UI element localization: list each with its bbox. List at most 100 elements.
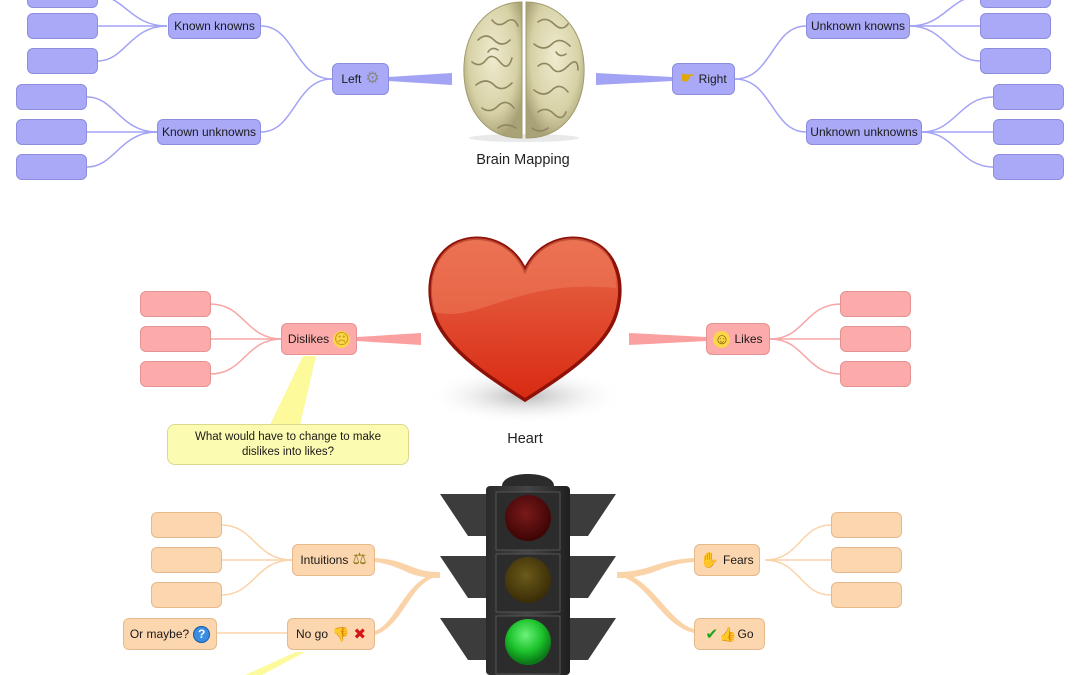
- brain-connectors: [86, 0, 994, 168]
- node-go[interactable]: ✔ 👍 Go: [694, 618, 765, 650]
- node-label: Intuitions: [300, 553, 349, 567]
- leaf-node[interactable]: [831, 582, 902, 608]
- pointing-hand-icon: ☛: [680, 70, 695, 87]
- brain-image[interactable]: [458, 0, 590, 142]
- red-x-icon: ✖: [353, 625, 367, 643]
- node-label: Known unknowns: [161, 125, 257, 139]
- leaf-node[interactable]: [980, 13, 1051, 39]
- leaf-node[interactable]: [980, 48, 1051, 74]
- node-label: Unknown knowns: [810, 19, 906, 33]
- fears-trunk: [617, 558, 694, 578]
- brain-left-hemisphere: [463, 1, 523, 139]
- leaf-node[interactable]: [140, 326, 211, 352]
- traffic-light-visors: [440, 494, 616, 660]
- connector: [220, 559, 293, 596]
- leaf-node[interactable]: [993, 154, 1064, 180]
- brain-title: Brain Mapping: [476, 152, 570, 168]
- connector: [86, 96, 158, 133]
- heart-connectors: [209, 303, 842, 375]
- node-label: Known knowns: [174, 19, 255, 33]
- connector: [220, 524, 293, 561]
- leaf-node[interactable]: [993, 119, 1064, 145]
- connector: [734, 25, 807, 80]
- leaf-node[interactable]: [16, 84, 87, 110]
- node-fears[interactable]: ✋ Fears: [694, 544, 760, 576]
- node-unknown-knowns[interactable]: Unknown knowns: [806, 13, 910, 39]
- note-pointer: [270, 356, 316, 425]
- leaf-node[interactable]: [840, 291, 911, 317]
- leaf-node[interactable]: [16, 119, 87, 145]
- checkmark-icon: ✔: [705, 625, 719, 643]
- node-likes[interactable]: ☺ Likes: [706, 323, 770, 355]
- leaf-node[interactable]: [140, 361, 211, 387]
- heart-image[interactable]: [420, 228, 630, 428]
- connector: [769, 303, 842, 340]
- nogo-trunk: [375, 572, 440, 635]
- gear-icon: ⚙: [365, 70, 380, 87]
- node-label: No go: [295, 627, 328, 641]
- node-or-maybe[interactable]: Or maybe? ?: [123, 618, 217, 650]
- node-known-unknowns[interactable]: Known unknowns: [157, 119, 261, 145]
- leaf-node[interactable]: [27, 0, 98, 8]
- node-label: Go: [737, 627, 754, 641]
- go-trunk: [617, 572, 694, 633]
- question-icon: ?: [193, 625, 211, 643]
- leaf-node[interactable]: [27, 48, 98, 74]
- likes-trunk: [629, 333, 706, 345]
- connector: [764, 524, 832, 561]
- node-intuitions[interactable]: Intuitions ⚖: [292, 544, 375, 576]
- connector: [209, 338, 283, 375]
- node-label: Or maybe?: [129, 627, 190, 641]
- node-unknown-unknowns[interactable]: Unknown unknowns: [806, 119, 922, 145]
- thumbs-down-icon: 👎: [332, 626, 350, 642]
- dislikes-trunk: [357, 333, 421, 345]
- leaf-node[interactable]: [151, 512, 222, 538]
- sad-face-icon: ☹: [333, 330, 351, 348]
- node-label: Left: [341, 72, 362, 86]
- traffic-connectors: [217, 524, 832, 634]
- connector: [260, 25, 333, 80]
- leaf-node[interactable]: [831, 547, 902, 573]
- node-label: Dislikes: [287, 332, 330, 346]
- callout-note[interactable]: What would have to change to make dislik…: [167, 424, 409, 465]
- connector: [921, 131, 994, 168]
- heart-title: Heart: [507, 431, 543, 447]
- right-trunk: [596, 73, 672, 85]
- traffic-light-image[interactable]: [438, 466, 618, 675]
- connector: [764, 559, 832, 596]
- green-lamp: [505, 619, 551, 665]
- smiley-face-icon: ☺: [713, 330, 731, 348]
- leaf-node[interactable]: [16, 154, 87, 180]
- node-dislikes[interactable]: Dislikes ☹: [281, 323, 357, 355]
- node-known-knowns[interactable]: Known knowns: [168, 13, 261, 39]
- thumbs-up-icon: 👍: [719, 626, 737, 642]
- raised-hand-icon: ✋: [700, 551, 719, 569]
- amber-lamp: [505, 557, 551, 603]
- leaf-node[interactable]: [151, 582, 222, 608]
- leaf-node[interactable]: [151, 547, 222, 573]
- red-lamp: [505, 495, 551, 541]
- node-label: Fears: [723, 553, 754, 567]
- connector: [909, 25, 981, 62]
- node-label: Likes: [734, 332, 763, 346]
- node-no-go[interactable]: No go 👎 ✖: [287, 618, 375, 650]
- node-right[interactable]: ☛ Right: [672, 63, 735, 95]
- connector: [97, 25, 168, 62]
- leaf-node[interactable]: [831, 512, 902, 538]
- left-trunk: [388, 73, 452, 85]
- brain-shadow: [469, 134, 579, 142]
- connector: [769, 338, 842, 375]
- leaf-node[interactable]: [840, 326, 911, 352]
- leaf-node[interactable]: [840, 361, 911, 387]
- leaf-node[interactable]: [980, 0, 1051, 8]
- connector: [734, 78, 807, 133]
- node-label: Right: [698, 72, 727, 86]
- scales-icon: ⚖: [352, 551, 367, 568]
- connector: [86, 131, 158, 168]
- leaf-node[interactable]: [27, 13, 98, 39]
- connector: [260, 78, 333, 133]
- leaf-node[interactable]: [140, 291, 211, 317]
- node-left[interactable]: Left ⚙: [332, 63, 389, 95]
- leaf-node[interactable]: [993, 84, 1064, 110]
